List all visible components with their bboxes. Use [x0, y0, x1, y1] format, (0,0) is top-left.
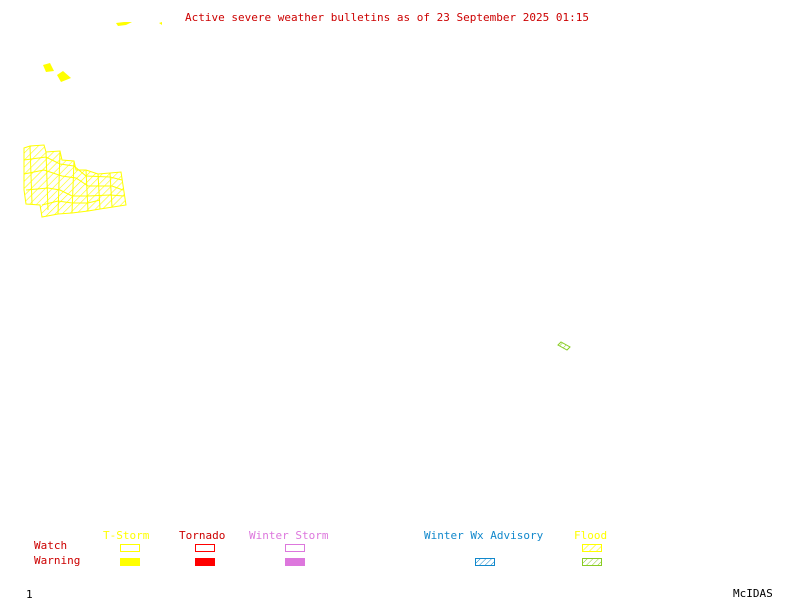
legend-header-winter-storm: Winter Storm — [249, 529, 329, 542]
frame-number: 1 — [26, 588, 33, 601]
legend-swatch-tornado-watch — [195, 544, 215, 552]
legend-swatch-winter-wx-advisory — [475, 558, 495, 566]
legend-swatch-winter-storm-watch — [285, 544, 305, 552]
map-title: Active severe weather bulletins as of 23… — [185, 11, 589, 24]
legend-swatch-tstorm-warning — [120, 558, 140, 566]
legend-header-tstorm: T-Storm — [103, 529, 150, 542]
legend-swatch-tstorm-watch — [120, 544, 140, 552]
software-label: McIDAS — [733, 587, 773, 600]
tstorm-warning-polygon — [43, 63, 71, 82]
tstorm-watch-area — [23, 144, 127, 218]
flood-warning-polygon — [557, 341, 571, 351]
legend-swatch-tornado-warning — [195, 558, 215, 566]
legend-header-tornado: Tornado — [179, 529, 226, 542]
legend-header-flood: Flood — [574, 529, 608, 542]
legend-swatch-winter-storm-warning — [285, 558, 305, 566]
legend-row-label-warning: Warning — [34, 554, 81, 567]
legend-swatch-flood-warning — [582, 558, 602, 566]
legend-swatch-flood-watch — [582, 544, 602, 552]
tstorm-warning-fragment — [116, 22, 162, 26]
legend-header-winter-wx-advisory: Winter Wx Advisory — [424, 529, 544, 542]
legend-row-label-watch: Watch — [34, 539, 68, 552]
